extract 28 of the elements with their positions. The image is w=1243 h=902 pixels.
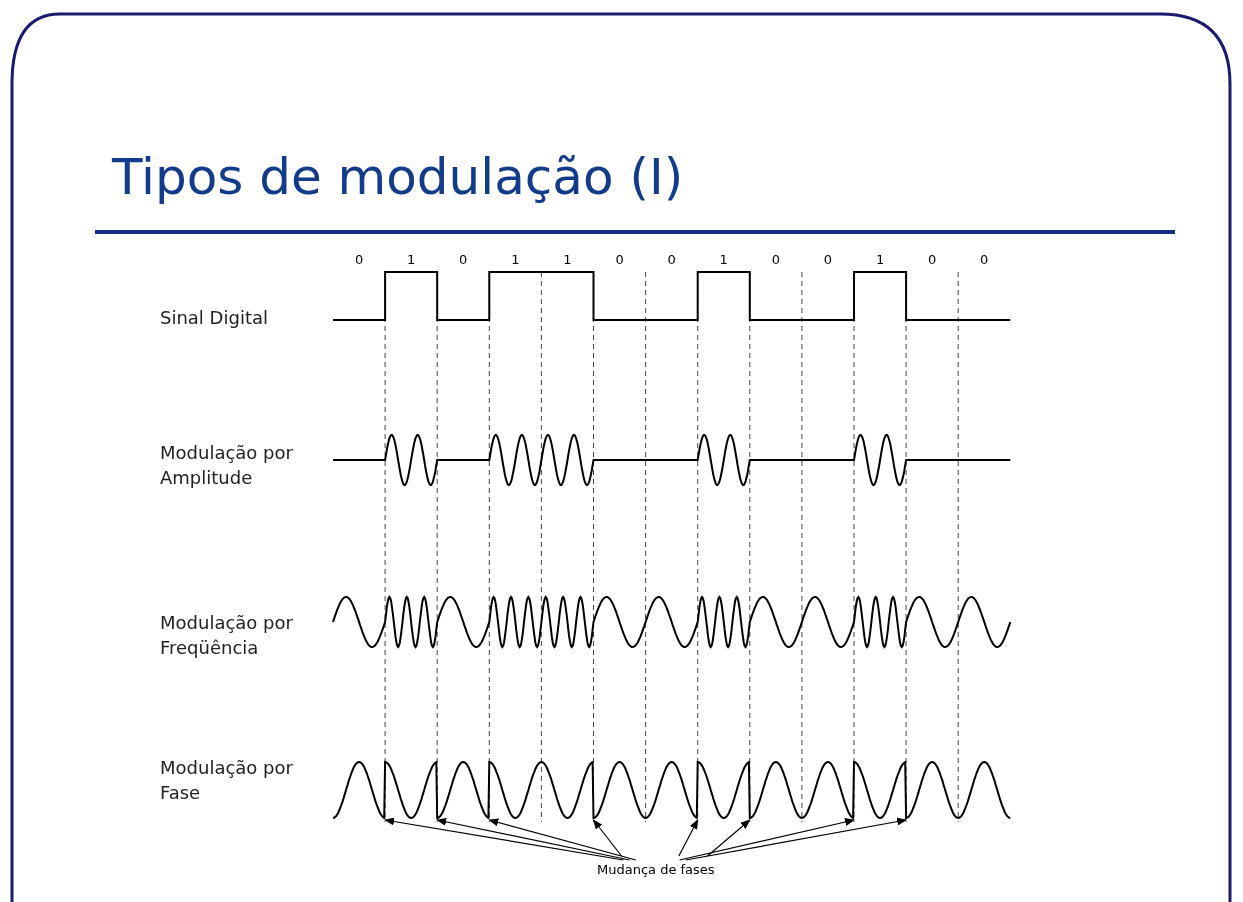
leader-line [678, 819, 699, 857]
slide-title: Tipos de modulação (I) [112, 148, 684, 206]
bit-value: 1 [874, 252, 886, 267]
row-label: Modulação por Fase [160, 756, 294, 805]
leader-line [384, 817, 624, 861]
bit-value: 1 [510, 252, 521, 267]
row-label: Sinal Digital [160, 306, 269, 330]
bit-value: 0 [353, 252, 365, 267]
bit-value: 1 [718, 252, 729, 267]
row-label: Modulação por Amplitude [160, 441, 294, 490]
bit-value: 1 [562, 252, 573, 267]
leader-line [488, 818, 637, 861]
bit-value: 0 [770, 252, 781, 267]
bit-value: 1 [406, 252, 417, 267]
bit-value: 0 [614, 252, 625, 267]
bit-value: 0 [927, 252, 938, 267]
phase-modulated-wave [332, 761, 1012, 819]
leader-line [685, 817, 908, 861]
bit-value: 0 [458, 252, 469, 267]
bit-value: 0 [822, 252, 834, 267]
leader-line [436, 817, 631, 861]
leader-line [679, 818, 855, 861]
bit-value: 0 [666, 252, 677, 267]
leader-line [592, 819, 623, 857]
bit-value: 0 [979, 252, 990, 267]
leader-line [706, 819, 751, 857]
callout-text: Mudança de fases [597, 862, 715, 877]
row-label: Modulação por Freqüência [160, 611, 294, 660]
